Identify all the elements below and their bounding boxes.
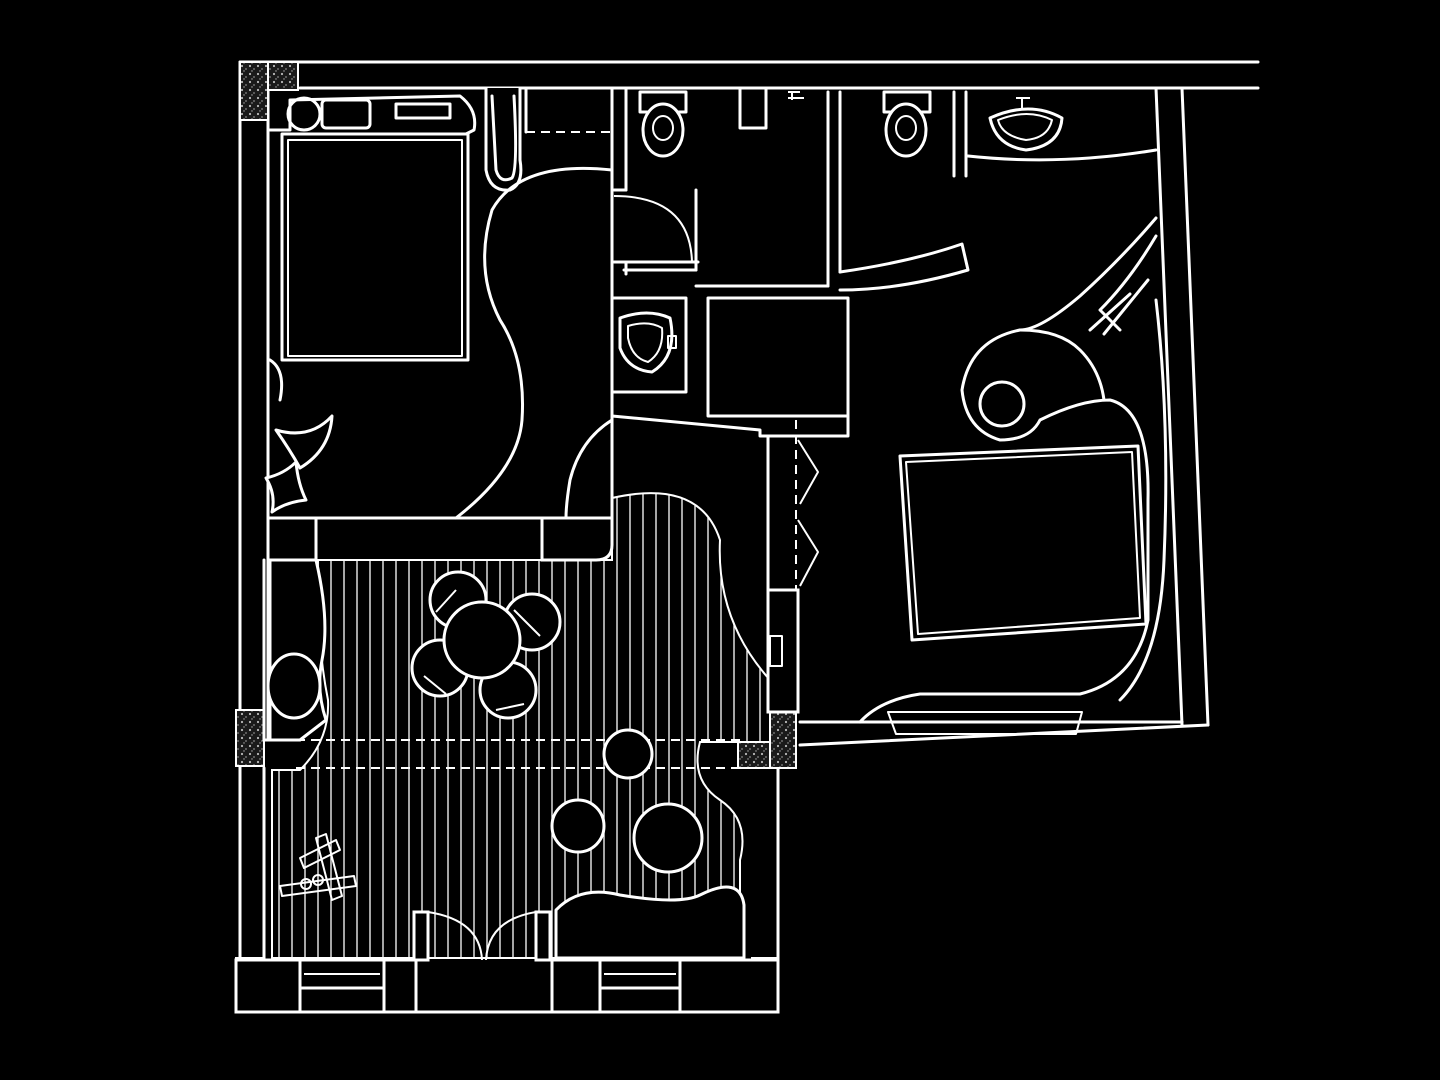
living-bench xyxy=(266,558,746,960)
side-table xyxy=(279,833,357,901)
bedroom-left xyxy=(264,86,614,520)
french-door[interactable] xyxy=(412,910,552,962)
bedroom-right xyxy=(858,216,1168,735)
service-core xyxy=(610,296,850,714)
bottom-facade xyxy=(234,958,780,1014)
bathroom-right xyxy=(838,90,1158,292)
bathroom-left xyxy=(610,86,830,522)
round-dining-table xyxy=(410,570,562,720)
round-stools xyxy=(550,728,704,874)
